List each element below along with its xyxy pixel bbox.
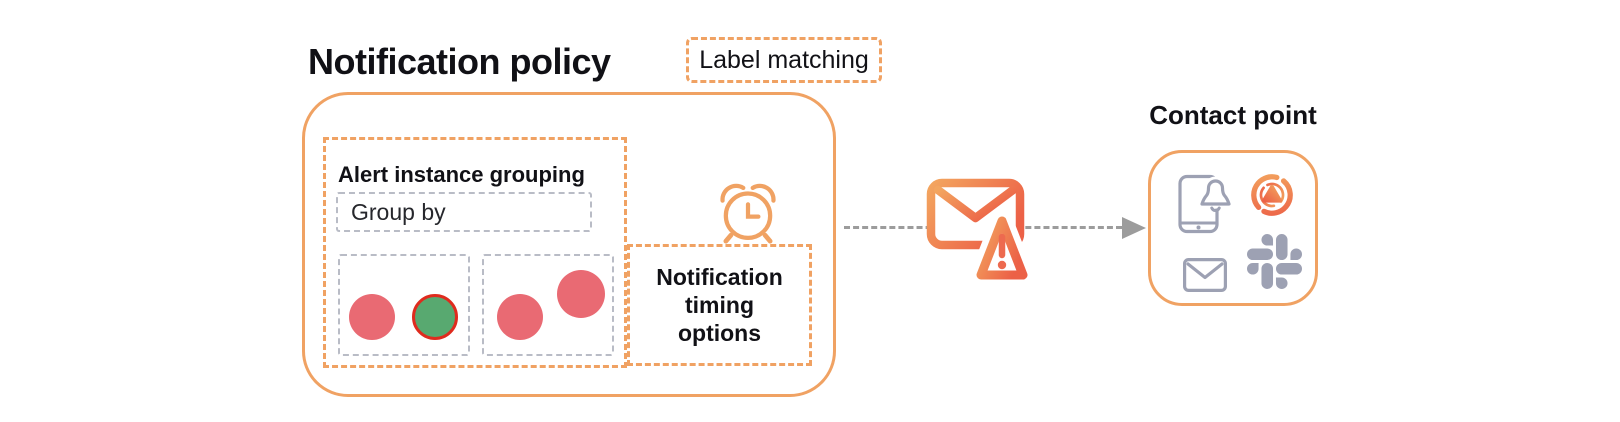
alert-instance-dot-selected <box>412 294 458 340</box>
group-by-field: Group by <box>336 192 592 232</box>
timing-line-2: timing <box>685 292 754 318</box>
email-alert-icon <box>926 178 1034 286</box>
flow-arrowhead <box>1122 217 1146 239</box>
alert-instance-dot <box>497 294 543 340</box>
timing-line-1: Notification <box>656 264 783 290</box>
phone-bell-icon <box>1178 174 1232 234</box>
email-icon <box>1183 258 1227 292</box>
slack-icon <box>1247 234 1302 289</box>
alert-group-2 <box>482 254 614 356</box>
grafana-alerting-icon <box>1251 174 1293 216</box>
label-matching-label: Label matching <box>699 45 869 74</box>
contact-point-title: Contact point <box>1149 100 1317 130</box>
group-by-label: Group by <box>351 198 446 225</box>
alert-instance-dot <box>349 294 395 340</box>
contact-point-container <box>1148 150 1318 306</box>
timing-line-3: options <box>677 320 762 346</box>
label-matching-box: Label matching <box>686 37 882 83</box>
alarm-clock-icon <box>720 183 776 244</box>
alert-instance-grouping-title: Alert instance grouping <box>338 162 585 187</box>
page-title: Notification policy <box>308 41 611 82</box>
notification-timing-options-box: Notification timing options <box>627 244 812 366</box>
alert-instance-grouping-box <box>323 137 627 368</box>
alert-group-1 <box>338 254 470 356</box>
alert-instance-dot <box>557 270 605 318</box>
